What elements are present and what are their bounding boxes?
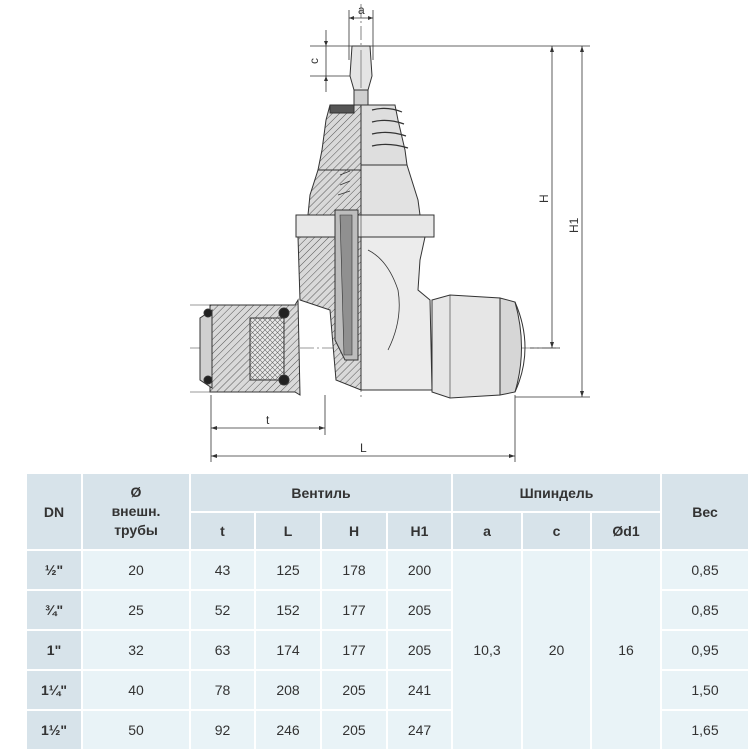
cell-H1: 241 xyxy=(388,671,451,709)
valve-body xyxy=(190,45,526,399)
cell-L: 125 xyxy=(256,551,320,589)
dim-L-label: L xyxy=(360,441,367,455)
cell-t: 43 xyxy=(191,551,254,589)
valve-drawing: a c H H1 xyxy=(190,3,590,462)
header-valve: Вентиль xyxy=(191,474,451,511)
clamp-ring xyxy=(249,317,285,381)
cell-t: 78 xyxy=(191,671,254,709)
header-H: H xyxy=(322,513,386,549)
cell-H1: 247 xyxy=(388,711,451,749)
header-pipe-line2: внешн. xyxy=(111,503,161,519)
cell-dn: 1" xyxy=(27,631,81,669)
table-row: ½" 20 43 125 178 200 10,3 20 16 0,85 xyxy=(27,551,748,749)
cell-H1: 205 xyxy=(388,631,451,669)
cell-L: 152 xyxy=(256,591,320,629)
cell-pipe: 50 xyxy=(83,711,189,749)
cell-H: 178 xyxy=(322,551,386,589)
cell-H1: 205 xyxy=(388,591,451,629)
header-H1: H1 xyxy=(388,513,451,549)
cell-t: 92 xyxy=(191,711,254,749)
header-pipe-diameter: Ø внешн. трубы xyxy=(83,474,189,549)
cell-pipe: 25 xyxy=(83,591,189,629)
cell-t: 52 xyxy=(191,591,254,629)
header-dn: DN xyxy=(27,474,81,549)
cell-dn: 1½" xyxy=(27,711,81,749)
dimension-c: c xyxy=(307,30,355,92)
cell-H: 177 xyxy=(322,591,386,629)
dim-H-label: H xyxy=(537,194,551,203)
cell-t: 63 xyxy=(191,631,254,669)
cell-spindle-c: 20 xyxy=(523,551,590,749)
cell-H1: 200 xyxy=(388,551,451,589)
header-t: t xyxy=(191,513,254,549)
header-pipe-line1: Ø xyxy=(130,484,142,500)
cell-L: 208 xyxy=(256,671,320,709)
cell-spindle-a: 10,3 xyxy=(453,551,521,749)
dim-c-label: c xyxy=(307,58,321,64)
header-L: L xyxy=(256,513,320,549)
cell-H: 205 xyxy=(322,671,386,709)
table-row: 1½" 50 92 246 205 247 1,65 xyxy=(27,711,748,749)
cell-pipe: 40 xyxy=(83,671,189,709)
table-row: 1¼" 40 78 208 205 241 1,50 xyxy=(27,671,748,709)
dim-a-label: a xyxy=(358,3,365,17)
cell-weight: 1,50 xyxy=(662,671,748,709)
header-c: c xyxy=(523,513,590,549)
cell-pipe: 32 xyxy=(83,631,189,669)
header-a: a xyxy=(453,513,521,549)
cell-weight: 0,95 xyxy=(662,631,748,669)
header-d1: Ød1 xyxy=(592,513,660,549)
cell-spindle-d1: 16 xyxy=(592,551,660,749)
cell-dn: ¾" xyxy=(27,591,81,629)
cell-H: 177 xyxy=(322,631,386,669)
dimension-L: L xyxy=(211,395,516,462)
cell-dn: 1¼" xyxy=(27,671,81,709)
spec-table: DN Ø внешн. трубы Вентиль Шпиндель Вес t… xyxy=(25,472,750,751)
cell-L: 174 xyxy=(256,631,320,669)
cell-dn: ½" xyxy=(27,551,81,589)
cell-weight: 0,85 xyxy=(662,551,748,589)
dim-H1-label: H1 xyxy=(567,217,581,233)
cell-L: 246 xyxy=(256,711,320,749)
cell-H: 205 xyxy=(322,711,386,749)
header-weight: Вес xyxy=(662,474,748,549)
cell-weight: 1,65 xyxy=(662,711,748,749)
dimension-H1: H1 xyxy=(515,46,590,398)
header-spindle: Шпиндель xyxy=(453,474,660,511)
cell-weight: 0,85 xyxy=(662,591,748,629)
dim-t-label: t xyxy=(266,413,270,427)
header-pipe-line3: трубы xyxy=(114,522,158,538)
cell-pipe: 20 xyxy=(83,551,189,589)
dimension-t: t xyxy=(210,395,326,462)
table-row: ¾" 25 52 152 177 205 0,85 xyxy=(27,591,748,629)
table-row: 1" 32 63 174 177 205 0,95 xyxy=(27,631,748,669)
